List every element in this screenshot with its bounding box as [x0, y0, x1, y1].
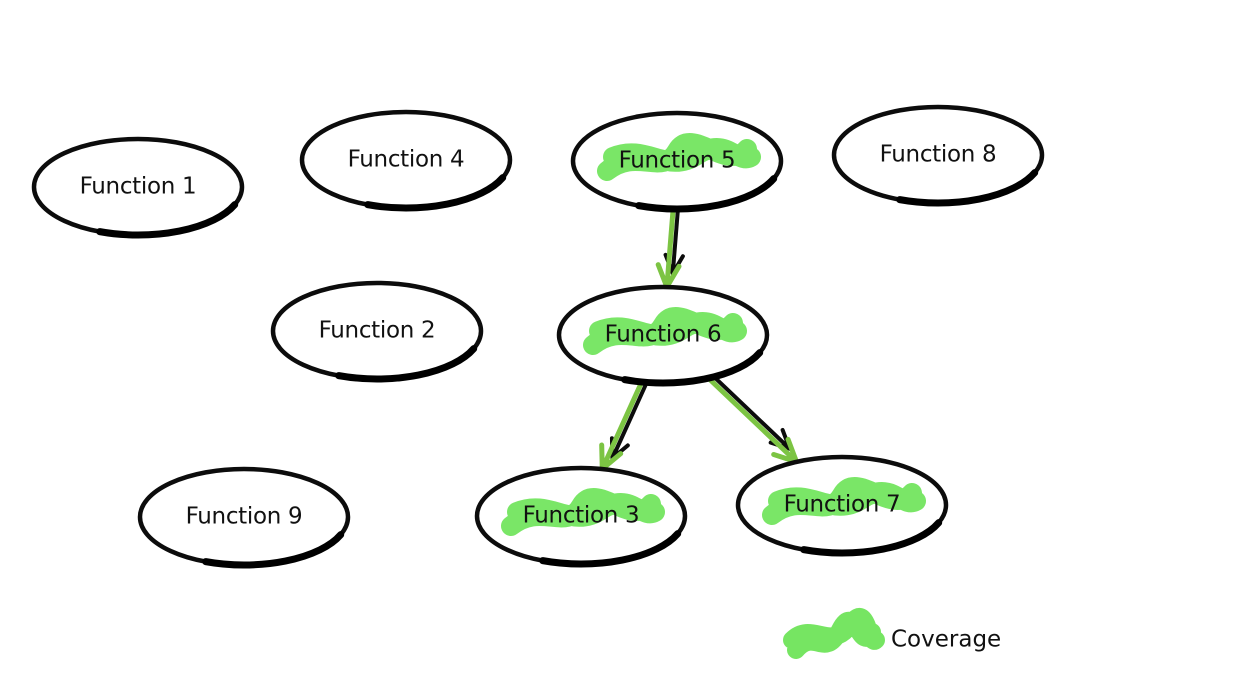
node-outline-accent [635, 175, 778, 213]
nodes-layer: Function 1 Function 4 Function 5 Function 8… [31, 104, 1045, 569]
node-outline-accent [202, 531, 345, 569]
node-outline-accent [621, 349, 764, 387]
node-function-5: Function 5 [570, 110, 784, 213]
legend-coverage-swatch [783, 607, 885, 659]
edges-layer [599, 206, 800, 472]
node-outline-accent [364, 174, 507, 212]
node-function-8: Function 8 [831, 104, 1045, 207]
edge-arrow [709, 372, 792, 451]
node-label: Function 5 [619, 148, 736, 174]
coverage-highlight [583, 307, 747, 355]
edge-coverage-arrow [599, 379, 645, 472]
edge-f5-to-f6 [655, 206, 685, 290]
node-outline-accent [800, 519, 943, 557]
node-function-1: Function 1 [31, 136, 245, 239]
node-label: Function 9 [186, 504, 303, 530]
node-label: Function 1 [80, 174, 197, 200]
legend: Coverage [783, 607, 1001, 659]
node-function-6: Function 6 [556, 284, 770, 387]
node-outline-accent [539, 530, 682, 568]
node-label: Function 8 [880, 142, 997, 168]
node-label: Function 3 [523, 503, 640, 529]
node-label: Function 6 [605, 322, 722, 348]
coverage-highlight [501, 488, 665, 536]
edge-coverage-arrow [705, 375, 800, 465]
node-outline-accent [335, 345, 478, 383]
node-function-2: Function 2 [270, 280, 484, 383]
node-function-3: Function 3 [474, 465, 688, 568]
coverage-highlight [597, 133, 761, 181]
node-function-7: Function 7 [735, 454, 949, 557]
node-label: Function 4 [348, 147, 465, 173]
node-outline-accent [896, 169, 1039, 207]
node-function-9: Function 9 [137, 466, 351, 569]
node-label: Function 2 [319, 318, 436, 344]
node-outline-accent [96, 201, 239, 239]
node-function-4: Function 4 [299, 109, 513, 212]
edge-arrow [609, 381, 649, 461]
node-label: Function 7 [784, 492, 901, 518]
coverage-highlight [762, 477, 926, 525]
edge-f6-to-f7 [705, 372, 800, 465]
legend-label: Coverage [891, 627, 1001, 653]
edge-f6-to-f3 [599, 379, 649, 472]
